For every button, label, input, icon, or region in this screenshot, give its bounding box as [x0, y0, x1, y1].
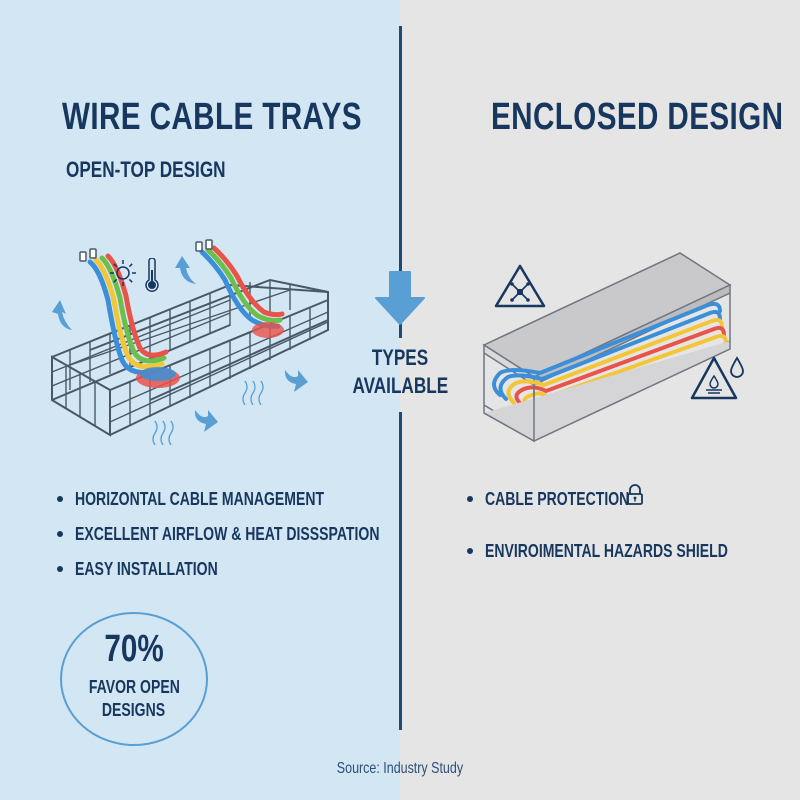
- right-feature-item: ENVIROIMENTAL HAZARDS SHIELD: [467, 540, 796, 575]
- left-title: WIRE CABLE TRAYS: [62, 96, 447, 139]
- stat-label-line1: FAVOR OPEN: [88, 677, 180, 697]
- stat-value: 70%: [62, 628, 206, 671]
- types-label-line1: TYPES: [371, 345, 429, 370]
- left-subtitle-text: OPEN-TOP DESIGN: [66, 157, 226, 182]
- divider-bottom: [399, 412, 402, 730]
- stat-value-text: 70%: [104, 628, 164, 670]
- left-subtitle: OPEN-TOP DESIGN: [66, 157, 271, 183]
- divider-top: [399, 26, 402, 338]
- left-feature-text: HORIZONTAL CABLE MANAGEMENT: [75, 489, 325, 509]
- moisture-warning-icon: [690, 356, 744, 400]
- right-feature-text: CABLE PROTECTION: [485, 489, 630, 509]
- left-feature-item: EXCELLENT AIRFLOW & HEAT DISSSPATION: [57, 523, 465, 558]
- enclosed-cable-duct-illustration: [482, 252, 732, 443]
- right-feature-text: ENVIROIMENTAL HAZARDS SHIELD: [485, 541, 728, 561]
- thermometer-icon: [145, 258, 159, 292]
- types-available-label: TYPES AVAILABLE: [330, 344, 470, 400]
- sun-icon: [110, 260, 136, 286]
- stat-label-line2: DESIGNS: [102, 700, 166, 720]
- left-title-text: WIRE CABLE TRAYS: [62, 96, 362, 138]
- arrow-down-icon: [375, 271, 425, 325]
- hazard-warning-icon: [494, 264, 546, 308]
- types-label-line2: AVAILABLE: [352, 373, 448, 398]
- wire-cable-tray-illustration: [51, 239, 329, 446]
- stat-circle: 70% FAVOR OPEN DESIGNS: [60, 612, 208, 746]
- right-feature-list: CABLE PROTECTION ENVIROIMENTAL HAZARDS S…: [467, 488, 796, 575]
- right-title-text: ENCLOSED DESIGN: [491, 96, 784, 138]
- source-text: Source: Industry Study: [336, 760, 464, 777]
- left-feature-item: EASY INSTALLATION: [57, 558, 465, 593]
- right-title: ENCLOSED DESIGN: [491, 96, 800, 139]
- left-feature-text: EASY INSTALLATION: [75, 559, 218, 579]
- right-feature-item: CABLE PROTECTION: [467, 488, 796, 540]
- left-feature-text: EXCELLENT AIRFLOW & HEAT DISSSPATION: [75, 524, 380, 544]
- source-caption: Source: Industry Study: [300, 760, 500, 778]
- stat-label: FAVOR OPEN DESIGNS: [62, 676, 206, 722]
- left-feature-list: HORIZONTAL CABLE MANAGEMENT EXCELLENT AI…: [57, 488, 465, 593]
- lock-icon: [627, 484, 643, 505]
- left-feature-item: HORIZONTAL CABLE MANAGEMENT: [57, 488, 465, 523]
